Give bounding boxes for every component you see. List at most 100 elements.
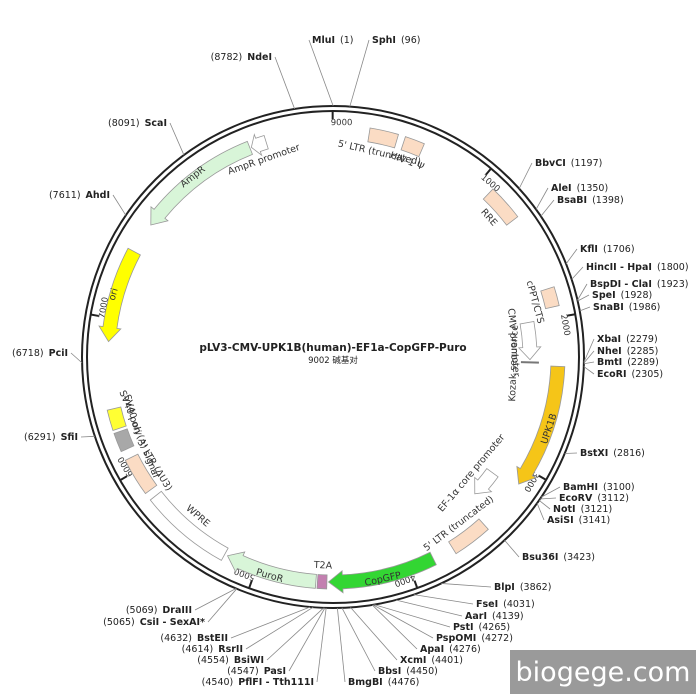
site-position: (1928) [621, 290, 653, 301]
site-name: NotI [553, 504, 576, 515]
site-label: BsaBI(1398) [557, 195, 624, 206]
site-name: SpeI [592, 290, 616, 301]
site-leader [565, 248, 578, 265]
tick-mark [248, 580, 253, 589]
site-label: (4632)BstEII [160, 633, 228, 644]
feature-upk1b [516, 365, 566, 485]
site-position: (1) [340, 35, 353, 46]
site-label: KflI(1706) [580, 244, 635, 255]
site-leader [266, 607, 324, 661]
feature-label-sv40-ori: SV40 ori [121, 393, 143, 434]
site-bmgbi: BmgBI(4476) [336, 607, 419, 688]
site-position: (1986) [629, 302, 661, 313]
site-name: PciI [49, 348, 68, 359]
site-label: BmtI(2289) [597, 357, 659, 368]
site-position: (5069) [126, 605, 158, 616]
site-leader [441, 583, 492, 588]
site-label: BmgBI(4476) [348, 677, 419, 688]
site-position: (4401) [431, 655, 463, 666]
site-name: AhdI [86, 190, 110, 201]
site-position: (3100) [603, 482, 635, 493]
site-pflfi-tth111i: (4540)PflFI - Tth111I [202, 607, 327, 688]
site-leader [80, 435, 95, 438]
site-label: BbvCI(1197) [535, 158, 602, 169]
site-name: BstEII [197, 633, 228, 644]
feature-sv40-polya [113, 428, 135, 453]
site-label: (4540)PflFI - Tth111I [202, 677, 314, 688]
feature-copgfp [327, 551, 437, 594]
site-label: (5065)CsiI - SexAI* [103, 617, 205, 628]
site-leader [207, 588, 238, 623]
site-draiii: (5069) DraIII [126, 588, 237, 616]
site-leader [579, 306, 591, 312]
site-label: (4554)BsiWI [197, 655, 264, 666]
site-csii-sexai: (5065)CsiI - SexAI* [103, 588, 238, 628]
site-name: PasI [264, 666, 286, 677]
site-bsiwi: (4554)BsiWI [197, 607, 324, 666]
site-label: (4547) PasI [227, 666, 286, 677]
feature-rre [482, 188, 519, 226]
site-spei: SpeI (1928) [577, 290, 653, 302]
site-rsrii: (4614)RsrII [182, 606, 314, 655]
site-label: (8091)ScaI [108, 118, 167, 129]
site-fsei: FseI(4031) [413, 594, 535, 610]
site-name: PflFI - Tth111I [238, 677, 314, 688]
site-position: (8782) [211, 52, 243, 63]
site-bspdi-clai: BspDI - ClaI(1923) [577, 279, 688, 301]
site-name: NheI [597, 346, 622, 357]
site-name: PstI [453, 622, 474, 633]
site-bbvci: BbvCI(1197) [518, 158, 602, 189]
site-leader [538, 499, 551, 510]
site-label: AarI(4139) [465, 611, 524, 622]
site-name: BstXI [580, 448, 608, 459]
site-pcii: (6718)PciI [12, 348, 83, 364]
site-position: (4547) [227, 666, 259, 677]
site-alei: AleI(1350) [535, 183, 608, 210]
site-position: (4276) [449, 644, 481, 655]
restriction-sites: MluI(1)SphI(96)BbvCI(1197)AleI(1350)BsaB… [12, 35, 689, 688]
site-name: ScaI [145, 118, 167, 129]
site-ecori: EcoRI(2305) [583, 366, 663, 380]
site-name: BsiWI [234, 655, 264, 666]
site-name: AsiSI [547, 515, 574, 526]
site-name: BbvCI [535, 158, 566, 169]
site-pspomi: PspOMI(4272) [372, 604, 513, 644]
site-name: HincII - HpaI [586, 262, 652, 273]
site-leader [350, 607, 398, 661]
site-name: SnaBI [593, 302, 624, 313]
site-name: BamHI [563, 482, 598, 493]
site-leader [395, 599, 463, 617]
site-leader [539, 497, 557, 500]
site-position: (3112) [597, 493, 629, 504]
site-mlui: MluI(1) [308, 35, 353, 107]
site-label: EcoRI(2305) [597, 369, 663, 380]
site-leader [577, 283, 588, 301]
site-position: (4265) [479, 622, 511, 633]
site-leader [288, 607, 326, 672]
feature-ori [98, 247, 141, 343]
site-position: (3423) [563, 552, 595, 563]
site-leader [577, 294, 590, 302]
site-leader [194, 588, 237, 611]
site-leader [372, 604, 434, 639]
site-position: (4272) [481, 633, 513, 644]
site-asisi: AsiSI(3141) [536, 503, 610, 526]
site-position: (2285) [627, 346, 659, 357]
site-label: PstI (4265) [453, 622, 510, 633]
feature-ampr [150, 140, 254, 226]
site-leader [245, 606, 314, 650]
site-name: DraIII [162, 605, 192, 616]
site-label: HincII - HpaI(1800) [586, 262, 689, 273]
site-label: BlpI(3862) [494, 582, 551, 593]
site-label: Bsu36I(3423) [522, 552, 595, 563]
site-leader [535, 187, 549, 210]
site-label: BbsI(4450) [378, 666, 438, 677]
site-label: XcmI(4401) [400, 655, 463, 666]
site-nhei: NheI (2285) [583, 346, 659, 364]
site-ahdi: (7611)AhdI [49, 190, 127, 216]
site-name: SphI [372, 35, 396, 46]
site-name: BspDI - ClaI [590, 279, 652, 290]
site-xcmi: XcmI(4401) [350, 607, 463, 666]
feature-cmv-promoter [517, 321, 542, 361]
feature-label-cmv-promoter: CMV promoter [505, 308, 521, 377]
